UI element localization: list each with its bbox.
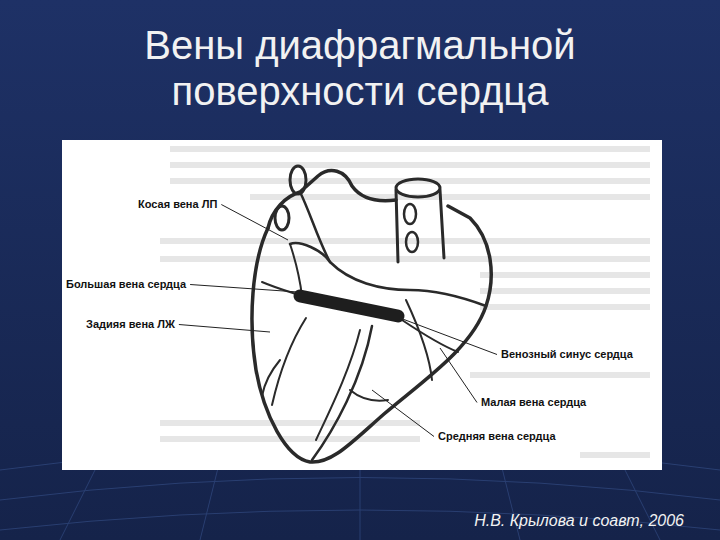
part-label: Задияя вена ЛЖ — [85, 318, 176, 331]
leader-line — [372, 390, 434, 437]
leader-line — [221, 205, 288, 241]
part-label: Большая вена сердца — [65, 278, 187, 291]
part-label: Малая вена сердца — [480, 396, 587, 409]
leader-line — [400, 318, 497, 355]
leader-line — [179, 325, 270, 333]
leader-line — [190, 285, 298, 293]
slide-title: Вены диафрагмальной поверхности сердца — [60, 22, 660, 114]
leader-line — [440, 348, 477, 403]
part-label: Средняя вена сердца — [437, 430, 557, 443]
source-caption: Н.В. Крылова и соавт, 2006 — [474, 512, 684, 530]
part-label: Косая вена ЛП — [137, 198, 218, 211]
part-label: Венозный синус сердца — [500, 348, 634, 361]
